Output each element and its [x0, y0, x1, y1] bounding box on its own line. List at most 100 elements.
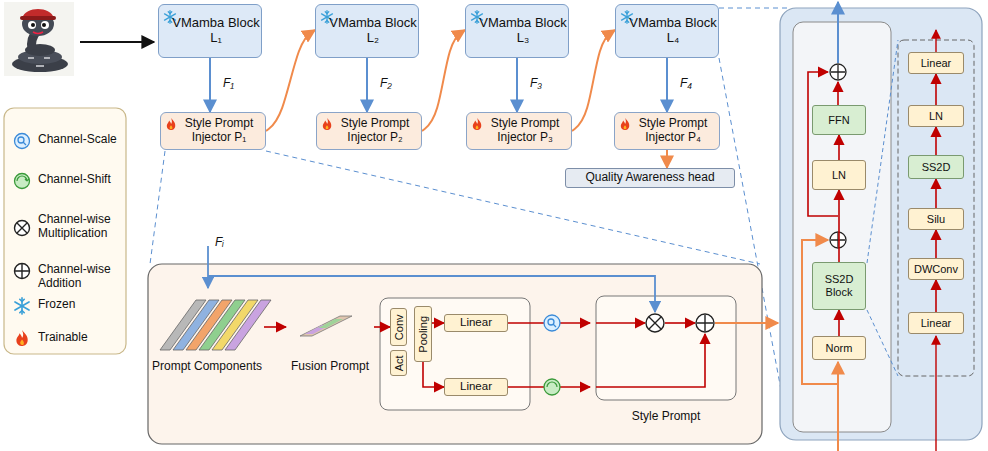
connector-arrow	[423, 362, 444, 387]
node-text: Quality Awareness head	[585, 171, 714, 185]
feature-label: F₄	[679, 77, 693, 90]
connector-arrow	[838, 190, 840, 262]
connector-arrow	[935, 179, 937, 208]
node-text: Norm	[826, 342, 853, 355]
fusion-prompt: Fusion Prompt	[286, 284, 374, 376]
connector-arrow	[935, 280, 937, 312]
conv-box: Conv	[390, 308, 407, 346]
connector-arrow	[432, 322, 444, 324]
prompt-components: Prompt Components	[150, 284, 264, 376]
linear-box: Linear	[444, 314, 508, 332]
ffn-box: FFN	[812, 105, 866, 135]
trainable-icon	[321, 117, 333, 131]
node-text: VMamba Block L₂	[316, 16, 418, 46]
prompt-injector: Style Prompt Injector P₂	[316, 112, 422, 150]
legend-text: Channel-Shift	[38, 173, 124, 187]
node-text: Style Prompt Injector P₁	[161, 117, 265, 145]
vmamba-block-detail	[780, 2, 982, 451]
linear-box: Linear	[908, 312, 964, 334]
trainable-icon	[471, 117, 483, 131]
ln-box: LN	[908, 105, 964, 127]
zoom-line	[150, 151, 165, 264]
node-text: VMamba Block L₁	[159, 16, 261, 46]
connector-arrow	[666, 58, 668, 112]
connector-arrow	[838, 135, 840, 160]
ss2d-box: SS2D	[908, 155, 964, 179]
zoom-line	[266, 151, 760, 264]
connector-arrow	[366, 58, 368, 112]
node-text: Linear	[921, 317, 952, 330]
node-text: SS2D Block	[813, 273, 865, 298]
frozen-block: VMamba Block L₃	[465, 4, 569, 58]
dwconv-box: DWConv	[908, 258, 964, 280]
legend-box	[4, 108, 126, 354]
pooling-box: Pooling	[414, 306, 432, 362]
connector-arrow	[374, 326, 390, 328]
zoom-line	[719, 8, 790, 9]
signal-label: Fᵢ	[214, 236, 225, 249]
input-arrow	[80, 41, 154, 43]
prompt-injector: Style Prompt Injector P₁	[160, 112, 266, 150]
node-text: Fusion Prompt	[291, 360, 369, 376]
node-text: Linear	[460, 380, 492, 393]
connector-arrow	[209, 58, 211, 112]
legend-text: Channel-Scale	[38, 133, 124, 147]
connector-arrow	[935, 127, 937, 155]
node-text: VMamba Block L₃	[466, 16, 568, 46]
ln-box: LN	[812, 160, 866, 190]
node-text: DWConv	[914, 263, 958, 276]
linear-box: Linear	[908, 52, 964, 74]
act-box: Act	[390, 350, 407, 376]
snake-illustration	[4, 2, 74, 76]
connector-arrow	[422, 30, 465, 131]
frozen-block: VMamba Block L₄	[615, 4, 719, 58]
legend-text: Frozen	[38, 298, 124, 312]
node-text: Style Prompt Injector P₄	[615, 117, 719, 145]
style-prompt: Style Prompt	[590, 296, 742, 426]
legend-text: Channel-wise Multiplication	[38, 213, 124, 241]
node-text: Pooling	[417, 316, 430, 353]
node-text: Style Prompt	[632, 410, 701, 426]
connector-arrow	[838, 310, 840, 336]
connector-arrow	[516, 58, 518, 112]
connector-arrow	[935, 230, 937, 258]
frozen-block: VMamba Block L₂	[315, 4, 419, 58]
frozen-block: VMamba Block L₁	[158, 4, 262, 58]
ss2d-block: SS2D Block	[812, 262, 866, 310]
node-text: LN	[929, 110, 943, 123]
node-text: Linear	[460, 316, 492, 329]
node-text: LN	[832, 169, 846, 182]
feature-label: F₃	[529, 77, 543, 90]
node-text: Prompt Components	[152, 360, 262, 376]
fusion-bar	[300, 316, 352, 336]
connector-arrow	[666, 150, 668, 168]
connector-arrow	[572, 30, 615, 131]
node-text: Conv	[392, 314, 405, 340]
legend-text: Channel-wise Addition	[38, 263, 124, 291]
node-text: VMamba Block L₄	[616, 16, 718, 46]
channel-icons	[544, 315, 560, 395]
trainable-icon	[165, 117, 177, 131]
node-text: Style Prompt Injector P₂	[317, 117, 421, 145]
prompt-injector: Style Prompt Injector P₃	[466, 112, 572, 150]
linear-box: Linear	[444, 378, 508, 396]
feature-label: F₁	[222, 77, 235, 90]
connector-arrow	[264, 326, 286, 328]
norm-box: Norm	[812, 336, 866, 360]
node-text: SS2D	[922, 161, 951, 174]
trainable-icon	[619, 117, 631, 131]
node-text: Linear	[921, 57, 952, 70]
silu-box: Silu	[908, 208, 964, 230]
node-text: Style Prompt Injector P₃	[467, 117, 571, 145]
prompt-injector: Style Prompt Injector P₄	[614, 112, 720, 150]
injector-detail-panel	[148, 246, 778, 444]
head-box: Quality Awareness head	[565, 168, 735, 188]
connector-arrow	[935, 74, 937, 105]
node-text: FFN	[828, 114, 849, 127]
connector-arrow	[266, 30, 315, 131]
node-text: Act	[392, 355, 405, 371]
legend-text: Trainable	[38, 331, 124, 345]
feature-label: F₂	[379, 77, 393, 90]
node-text: Silu	[927, 213, 945, 226]
